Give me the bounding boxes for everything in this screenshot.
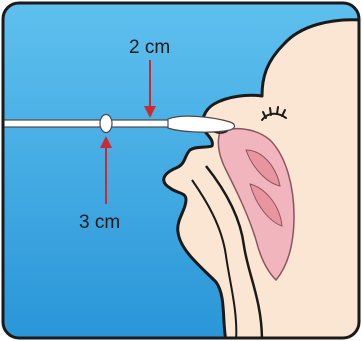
- label-3cm: 3 cm: [79, 212, 120, 233]
- label-2cm: 2 cm: [129, 37, 170, 58]
- swab-breakpoint: [100, 115, 112, 133]
